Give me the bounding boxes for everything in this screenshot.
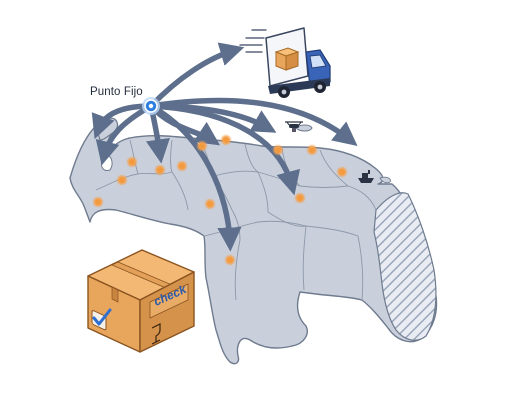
route-arrow-truck <box>148 42 245 109</box>
route-arrow-southeast <box>148 103 301 196</box>
city-marker <box>92 196 104 208</box>
checkmark-icon <box>91 308 112 331</box>
shipping-box-icon <box>274 47 300 71</box>
drone-icon <box>285 121 303 132</box>
city-marker <box>220 134 232 146</box>
cardboard-box: check <box>87 249 195 353</box>
city-markers <box>92 134 348 266</box>
origin-marker <box>142 97 160 115</box>
city-marker <box>154 164 166 176</box>
city-marker <box>306 144 318 156</box>
route-arrow-east <box>148 97 358 147</box>
city-marker <box>336 166 348 178</box>
city-marker <box>126 156 138 168</box>
city-marker <box>224 254 236 266</box>
delivery-truck-icon <box>239 27 331 98</box>
city-marker <box>196 140 208 152</box>
city-marker <box>116 174 128 186</box>
ship-icon <box>358 170 374 183</box>
city-marker <box>294 192 306 204</box>
hatched-region <box>373 192 437 341</box>
origin-city-label: Punto Fijo <box>90 86 143 98</box>
fragile-glass-icon <box>151 323 161 345</box>
city-marker <box>272 144 284 156</box>
city-marker <box>176 160 188 172</box>
city-marker <box>204 198 216 210</box>
